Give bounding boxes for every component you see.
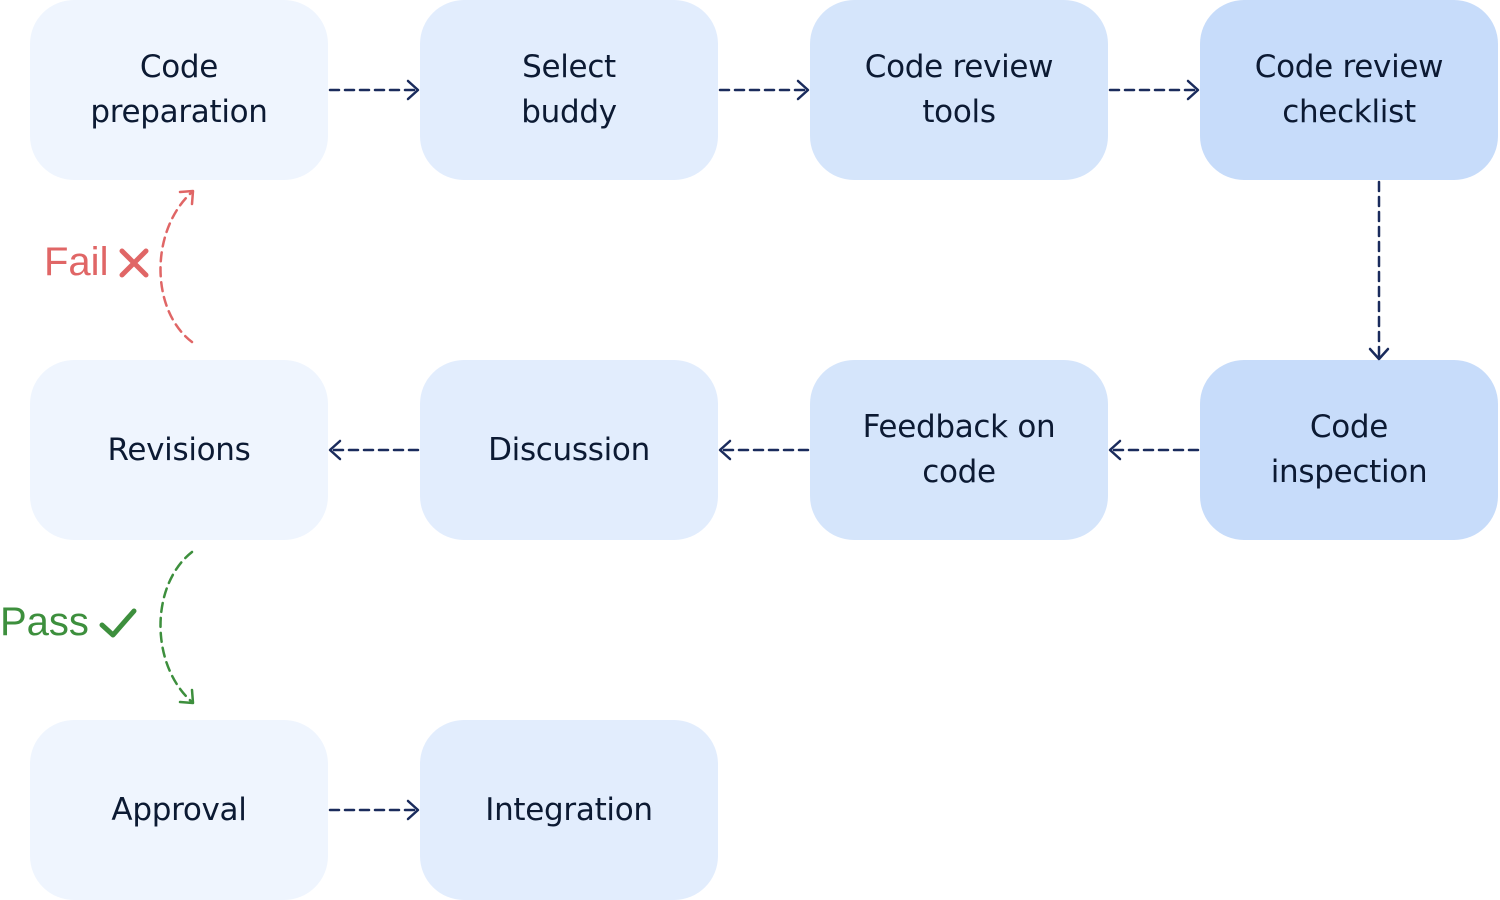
node-approval-label: Approval	[111, 791, 247, 828]
pass-arrowhead	[178, 688, 195, 705]
arrowhead-preparation-to-buddy	[406, 79, 420, 101]
arrowhead-tools-to-checklist	[1186, 79, 1200, 101]
fail-label-text: Fail	[44, 240, 109, 284]
node-select-buddy-label: Select buddy	[521, 49, 617, 130]
node-discussion-label: Discussion	[488, 431, 650, 468]
node-select-buddy: Select buddy	[420, 0, 718, 180]
node-code-inspection-label: Code inspection	[1270, 409, 1428, 490]
node-code-review-tools-label: Code review tools	[864, 49, 1054, 130]
node-feedback-on-code: Feedback on code	[810, 360, 1108, 540]
node-code-review-tools: Code review tools	[810, 0, 1108, 180]
arrowhead-inspection-to-feedback	[1108, 439, 1122, 461]
pass-curve-arrow	[159, 550, 194, 704]
node-revisions-label: Revisions	[107, 431, 251, 468]
arrowhead-checklist-to-inspection	[1368, 347, 1390, 361]
fail-arrowhead	[178, 189, 195, 206]
node-code-preparation: Code preparation	[30, 0, 328, 180]
cross-icon	[119, 248, 149, 277]
arrowhead-feedback-to-discussion	[718, 439, 732, 461]
node-integration-label: Integration	[485, 791, 653, 828]
fail-label: Fail	[44, 240, 152, 285]
node-integration: Integration	[420, 720, 718, 900]
fail-curve-arrow	[159, 190, 194, 344]
pass-label: Pass	[0, 600, 139, 645]
node-approval: Approval	[30, 720, 328, 900]
node-code-preparation-label: Code preparation	[90, 49, 268, 130]
arrowhead-buddy-to-tools	[796, 79, 810, 101]
node-code-review-checklist: Code review checklist	[1200, 0, 1498, 180]
arrowhead-approval-to-integration	[406, 799, 420, 821]
check-icon	[99, 608, 137, 637]
node-code-review-checklist-label: Code review checklist	[1254, 49, 1444, 130]
node-revisions: Revisions	[30, 360, 328, 540]
node-feedback-on-code-label: Feedback on code	[862, 409, 1056, 490]
node-code-inspection: Code inspection	[1200, 360, 1498, 540]
pass-label-text: Pass	[0, 600, 89, 644]
arrowhead-discussion-to-revisions	[328, 439, 342, 461]
node-discussion: Discussion	[420, 360, 718, 540]
